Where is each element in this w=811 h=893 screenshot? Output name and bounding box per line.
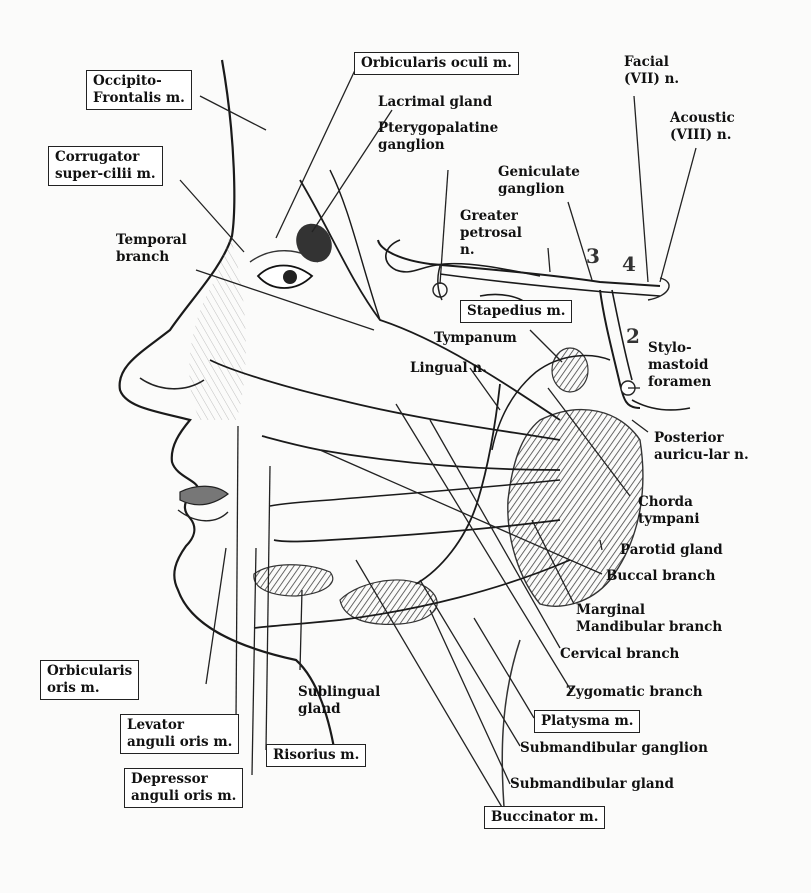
label-greater-petrosal: Greater petrosal n.	[460, 208, 522, 259]
posterior-auricular-nerve	[632, 400, 690, 410]
label-corrugator: Corrugator super-cilii m.	[48, 146, 163, 186]
label-submandibular-ganglion: Submandibular ganglion	[520, 740, 708, 757]
lips	[180, 486, 228, 505]
label-stylomastoid-foramen: Stylo- mastoid foramen	[648, 340, 711, 391]
label-temporal-branch: Temporal branch	[116, 232, 187, 266]
label-chorda-tympani: Chorda tympani	[638, 494, 700, 528]
label-orbicularis-oris: Orbicularis oris m.	[40, 660, 139, 700]
label-cervical-branch: Cervical branch	[560, 646, 679, 663]
tympanum-shape	[552, 348, 588, 392]
label-posterior-auricular: Posterior auricu-lar n.	[654, 430, 749, 464]
label-lingual-nerve: Lingual n.	[410, 360, 487, 377]
label-marginal-mandibular: Marginal Mandibular branch	[576, 602, 722, 636]
label-submandibular-gland: Submandibular gland	[510, 776, 674, 793]
label-buccinator: Buccinator m.	[484, 806, 605, 829]
label-parotid-gland: Parotid gland	[620, 542, 723, 559]
label-orbicularis-oculi: Orbicularis oculi m.	[354, 52, 519, 75]
label-pterygopalatine-ganglion: Pterygopalatine ganglion	[378, 120, 498, 154]
lacrimal-gland-shape	[289, 217, 338, 269]
label-platysma: Platysma m.	[534, 710, 640, 733]
sublingual-gland-shape	[254, 565, 333, 596]
label-risorius: Risorius m.	[266, 744, 366, 767]
label-buccal-branch: Buccal branch	[606, 568, 715, 585]
label-sublingual-gland: Sublingual gland	[298, 684, 380, 718]
label-zygomatic-branch: Zygomatic branch	[566, 684, 703, 701]
label-depressor-anguli-oris: Depressor anguli oris m.	[124, 768, 243, 808]
label-geniculate-ganglion: Geniculate ganglion	[498, 164, 580, 198]
label-stapedius: Stapedius m.	[460, 300, 572, 323]
label-tympanum: Tympanum	[434, 330, 517, 347]
label-acoustic-nerve: Acoustic (VIII) n.	[670, 110, 735, 144]
segment-number-3: 3	[586, 244, 600, 268]
eye-pupil	[283, 270, 297, 284]
label-levator-anguli-oris: Levator anguli oris m.	[120, 714, 239, 754]
segment-number-4: 4	[622, 252, 636, 276]
zygomatic-branch-path	[210, 360, 560, 440]
facial-nerve-trunk-lower	[440, 274, 660, 296]
label-facial-nerve: Facial (VII) n.	[624, 54, 679, 88]
label-occipito-frontalis: Occipito- Frontalis m.	[86, 70, 192, 110]
acoustic-nerve-loop	[648, 278, 669, 300]
label-lacrimal-gland: Lacrimal gland	[378, 94, 492, 111]
segment-number-2: 2	[626, 324, 640, 348]
